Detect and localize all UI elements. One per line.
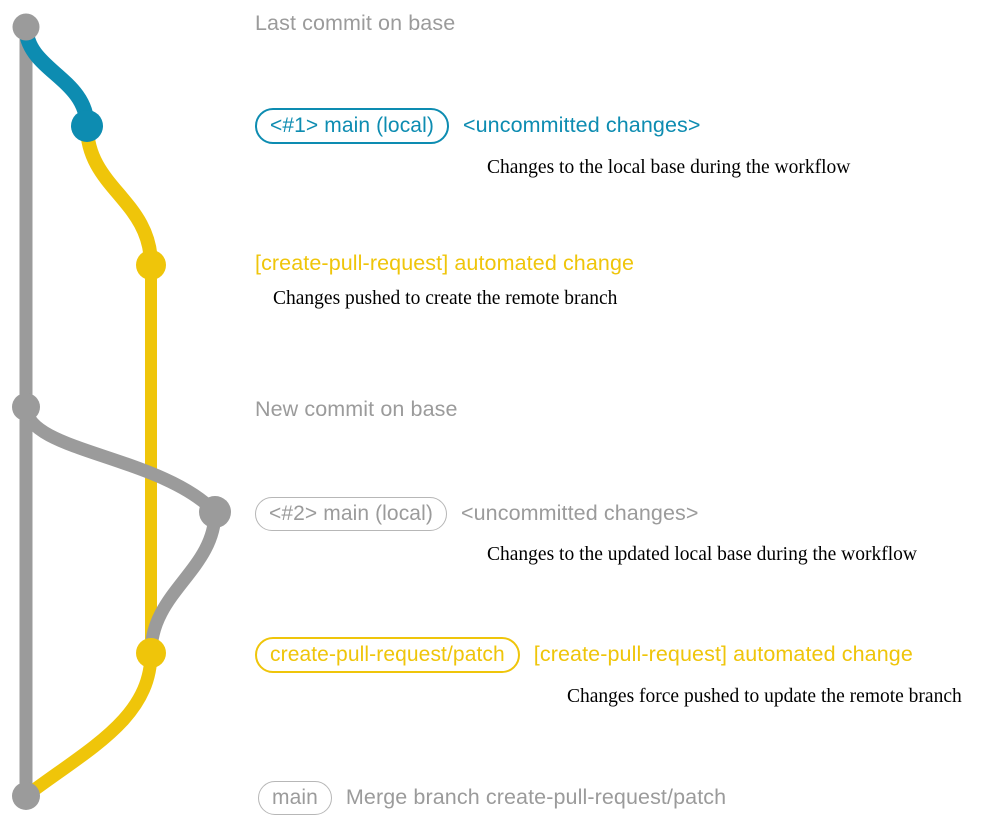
branch-yellow-merge-to-main (19, 646, 158, 803)
row-local-2: <#2> main (local) <uncommitted changes> … (255, 497, 917, 565)
row-automated-change-1: [create-pull-request] automated change C… (255, 251, 635, 309)
row-headline: create-pull-request/patch [create-pull-r… (255, 637, 962, 673)
commit-subject: <uncommitted changes> (460, 501, 699, 526)
commit-node-patch-1[interactable] (136, 250, 166, 280)
commit-subject: New commit on base (255, 397, 458, 421)
branch-gray-to-patch-2 (144, 505, 222, 660)
row-new-commit-on-base: New commit on base (255, 397, 458, 421)
row-headline: New commit on base (255, 397, 458, 421)
ref-badge-label: <#2> main (local) (269, 502, 433, 525)
commit-subject: [create-pull-request] automated change (533, 642, 913, 667)
row-merge: main Merge branch create-pull-request/pa… (258, 781, 726, 815)
row-headline: [create-pull-request] automated change (255, 251, 635, 275)
commit-node-local-1[interactable] (71, 110, 103, 142)
row-description: Changes pushed to create the remote bran… (273, 287, 618, 309)
row-description: Changes to the updated local base during… (487, 544, 917, 565)
commit-subject: [create-pull-request] automated change (255, 251, 635, 275)
commit-node-merge[interactable] (12, 782, 40, 810)
ref-badge-label: main (272, 786, 318, 809)
ref-badge-create-pull-request-patch[interactable]: create-pull-request/patch (255, 637, 520, 673)
ref-badge-main[interactable]: main (258, 781, 332, 815)
row-last-commit-on-base: Last commit on base (255, 11, 456, 35)
row-headline: <#2> main (local) <uncommitted changes> (255, 497, 917, 531)
commit-subject: Merge branch create-pull-request/patch (345, 785, 727, 810)
commit-node-patch-2[interactable] (136, 638, 166, 668)
row-automated-change-2: create-pull-request/patch [create-pull-r… (255, 637, 962, 707)
ref-badge-main-local-1[interactable]: <#1> main (local) (255, 108, 449, 144)
commit-node-local-2[interactable] (199, 496, 231, 528)
commit-node-base-last[interactable] (12, 13, 40, 41)
commit-subject: <uncommitted changes> (462, 113, 701, 138)
branch-yellow-from-local-1 (80, 119, 158, 272)
git-graph (12, 13, 231, 810)
row-headline: <#1> main (local) <uncommitted changes> (255, 108, 850, 144)
branch-gray-from-new-base (19, 400, 222, 519)
commit-subject: Last commit on base (255, 11, 456, 35)
row-headline: Last commit on base (255, 11, 456, 35)
row-headline: main Merge branch create-pull-request/pa… (258, 781, 726, 815)
commit-node-base-new[interactable] (12, 393, 40, 421)
row-local-1: <#1> main (local) <uncommitted changes> … (255, 108, 850, 178)
row-description: Changes to the local base during the wor… (487, 157, 851, 178)
ref-badge-main-local-2[interactable]: <#2> main (local) (255, 497, 447, 531)
row-description: Changes force pushed to update the remot… (567, 686, 962, 707)
branch-blue-from-base (18, 19, 95, 134)
